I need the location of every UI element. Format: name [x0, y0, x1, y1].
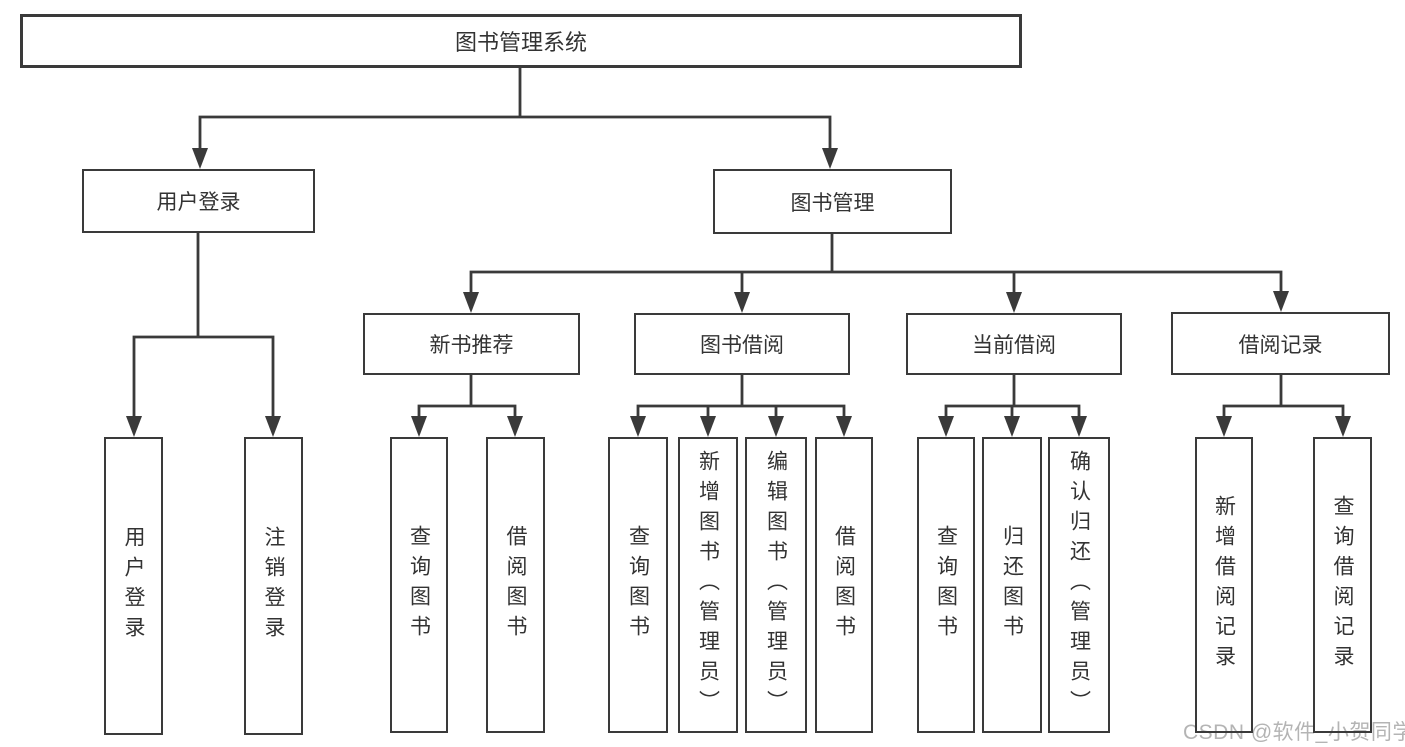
- arrowhead-icon: [822, 148, 838, 169]
- node-borrowing-records: 借阅记录: [1171, 312, 1390, 375]
- connector-root-to-level2: [198, 66, 832, 154]
- arrowhead-icon: [265, 416, 281, 437]
- node-label: 新书推荐: [429, 334, 514, 357]
- arrowhead-icon: [734, 292, 750, 313]
- node-label: 当前借阅: [972, 334, 1056, 357]
- node-label: 用户登录: [156, 191, 241, 214]
- node-label: 图书管理系统: [454, 30, 587, 55]
- leaf-borrow-books: 借阅图书: [815, 437, 873, 733]
- arrowhead-icon: [1335, 416, 1351, 437]
- connector-lines: [132, 66, 1345, 422]
- node-root-library-system: 图书管理系统: [20, 14, 1022, 68]
- node-label: 图书管理: [790, 191, 875, 215]
- node-book-management: 图书管理: [713, 169, 952, 234]
- arrowhead-icon: [1273, 291, 1289, 312]
- connector-current-borrow-children: [944, 373, 1081, 422]
- node-label: 借阅图书: [504, 525, 527, 645]
- connector-borrow-record-children: [1222, 373, 1345, 422]
- node-label: 查询图书: [934, 525, 958, 645]
- leaf-add-borrow-record: 新增借阅记录: [1195, 437, 1253, 733]
- node-new-book-recommend: 新书推荐: [363, 313, 580, 375]
- node-label: 查询图书: [407, 525, 431, 645]
- leaf-query-books-recommend: 查询图书: [390, 437, 448, 733]
- leaf-confirm-return-admin: 确认归还（管理员）: [1048, 437, 1110, 733]
- connector-book-mgmt-to-level3: [469, 232, 1283, 298]
- arrowhead-icon: [411, 416, 427, 437]
- node-label: 查询借阅记录: [1331, 495, 1354, 675]
- node-label: 用户登录: [122, 526, 145, 646]
- leaf-query-books-borrow: 查询图书: [608, 437, 668, 733]
- node-label: 借阅记录: [1238, 333, 1323, 357]
- connector-user-login-children: [132, 231, 275, 422]
- arrowheads: [126, 148, 1351, 437]
- node-user-login: 用户登录: [82, 169, 315, 233]
- connector-book-borrow-children: [636, 373, 846, 422]
- node-label: 新增图书（管理员）: [696, 450, 720, 720]
- leaf-borrow-books-recommend: 借阅图书: [486, 437, 545, 733]
- arrowhead-icon: [1006, 292, 1022, 313]
- node-label: 注销登录: [262, 526, 285, 646]
- arrowhead-icon: [700, 416, 716, 437]
- arrowhead-icon: [1071, 416, 1087, 437]
- leaf-user-login: 用户登录: [104, 437, 163, 735]
- arrowhead-icon: [938, 416, 954, 437]
- arrowhead-icon: [630, 416, 646, 437]
- csdn-watermark: CSDN @软件_小贺同学: [1183, 721, 1405, 744]
- node-label: 编辑图书（管理员）: [764, 450, 788, 720]
- leaf-query-borrow-record: 查询借阅记录: [1313, 437, 1372, 733]
- arrowhead-icon: [192, 148, 208, 169]
- arrowhead-icon: [126, 416, 142, 437]
- node-label: 查询图书: [626, 525, 650, 645]
- leaf-return-books: 归还图书: [982, 437, 1042, 733]
- node-label: 借阅图书: [832, 525, 856, 645]
- node-label: 新增借阅记录: [1212, 495, 1236, 675]
- leaf-logout: 注销登录: [244, 437, 303, 735]
- node-label: 归还图书: [1000, 525, 1024, 645]
- arrowhead-icon: [768, 416, 784, 437]
- node-label: 确认归还（管理员）: [1067, 450, 1091, 720]
- leaf-query-books-current: 查询图书: [917, 437, 975, 733]
- connector-new-book-rec-children: [417, 373, 517, 422]
- arrowhead-icon: [1004, 416, 1020, 437]
- node-current-borrowing: 当前借阅: [906, 313, 1122, 375]
- leaf-add-books-admin: 新增图书（管理员）: [678, 437, 738, 733]
- arrowhead-icon: [836, 416, 852, 437]
- node-label: 图书借阅: [700, 334, 784, 357]
- leaf-edit-books-admin: 编辑图书（管理员）: [745, 437, 807, 733]
- arrowhead-icon: [1216, 416, 1232, 437]
- node-book-borrowing: 图书借阅: [634, 313, 850, 375]
- arrowhead-icon: [507, 416, 523, 437]
- arrowhead-icon: [463, 292, 479, 313]
